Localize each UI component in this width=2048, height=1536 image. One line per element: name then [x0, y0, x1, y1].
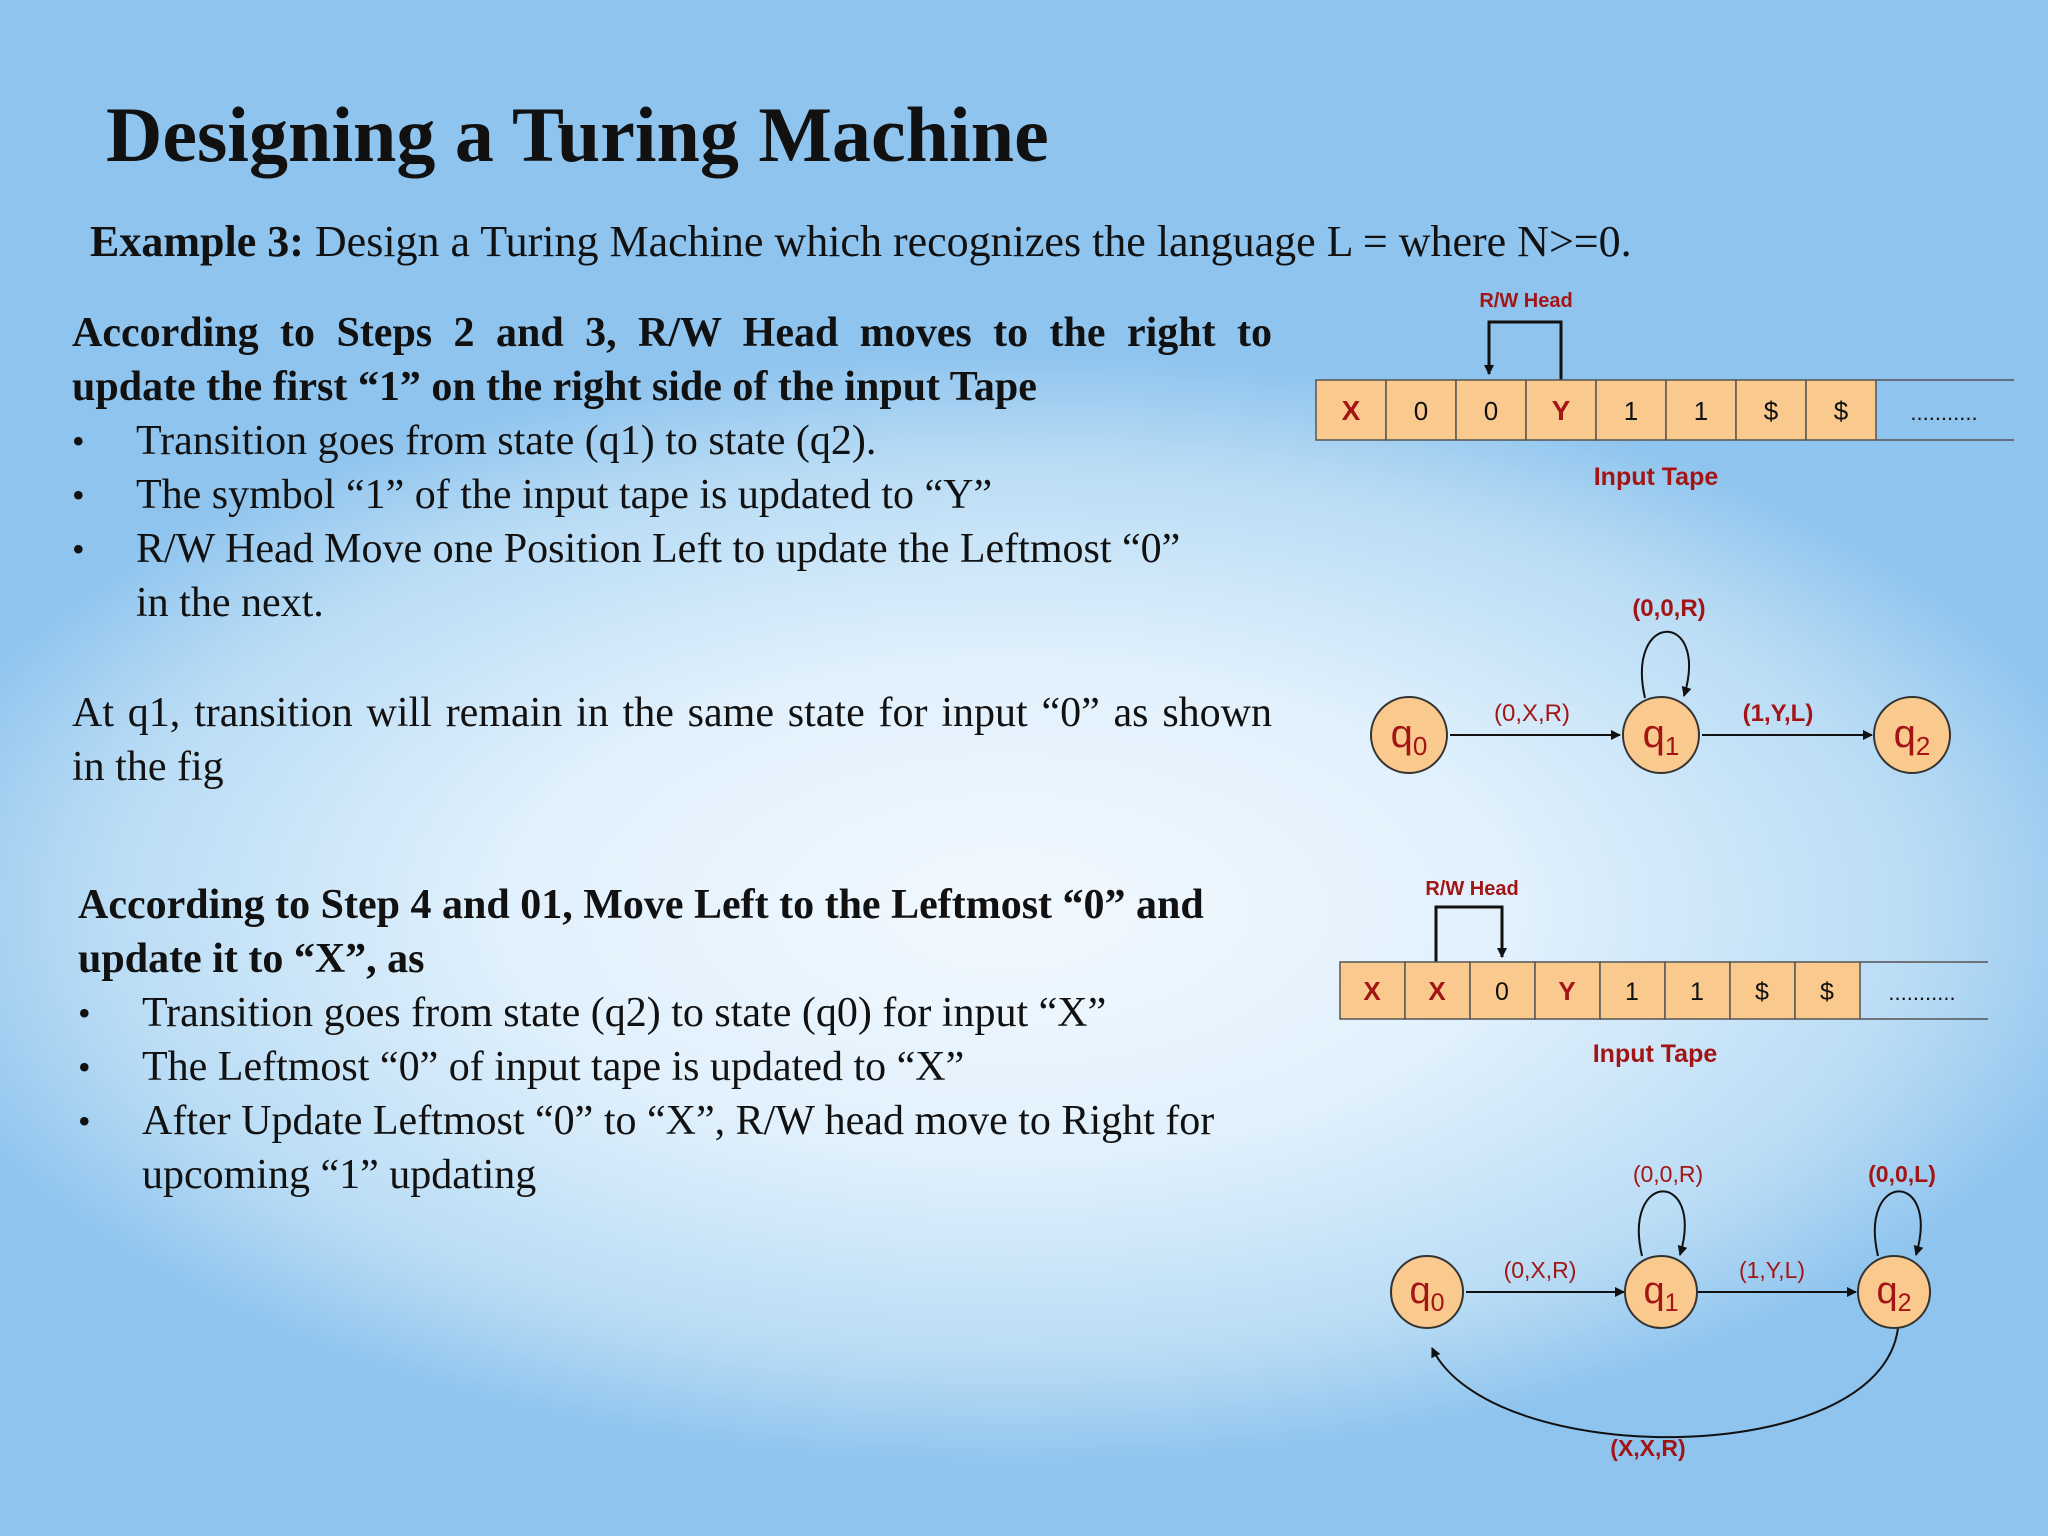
- tape-symbol: 1: [1694, 396, 1708, 426]
- section-1-paragraph: At q1, transition will remain in the sam…: [72, 690, 1272, 790]
- state-label: q1: [1643, 712, 1680, 761]
- section-1-bullets: Transition goes from state (q1) to state…: [72, 414, 1272, 630]
- state-q1: [1622, 696, 1700, 774]
- input-tape-label: Input Tape: [1593, 1040, 1718, 1068]
- tape-symbol: $: [1764, 396, 1779, 426]
- tape-symbol: 0: [1484, 396, 1498, 426]
- tape-symbol: 1: [1625, 978, 1639, 1006]
- state-q1: [1624, 1255, 1698, 1329]
- tape-symbol: 1: [1624, 396, 1638, 426]
- edge-label: (1,Y,L): [1739, 1257, 1805, 1283]
- tape-cell: [1469, 961, 1536, 1020]
- edge-label: (0,X,R): [1504, 1257, 1577, 1283]
- edge-label: (X,X,R): [1610, 1435, 1685, 1461]
- rw-head-arrow: [1434, 905, 1507, 962]
- edge-label: (0,X,R): [1494, 700, 1570, 727]
- state-label: q0: [1391, 712, 1428, 761]
- section-1: According to Steps 2 and 3, R/W Head mov…: [72, 306, 1272, 630]
- rw-head-label: R/W Head: [1479, 290, 1572, 312]
- state-label: q1: [1643, 1270, 1678, 1317]
- state-q0: [1370, 696, 1448, 774]
- bullet-item: Transition goes from state (q2) to state…: [78, 986, 1258, 1040]
- state-label: q0: [1409, 1270, 1444, 1317]
- slide-title: Designing a Turing Machine: [106, 91, 1049, 178]
- tape-symbol: Y: [1552, 395, 1571, 426]
- tape-symbol: X: [1428, 976, 1446, 1006]
- tape-cell: [1794, 961, 1861, 1020]
- state-q2: [1873, 696, 1951, 774]
- tape-cell: [1664, 961, 1731, 1020]
- example-label: Example 3:: [90, 217, 304, 266]
- tape-cell: [1735, 379, 1807, 441]
- bullet-item: The Leftmost “0” of input tape is update…: [78, 1040, 1258, 1094]
- edge-q2-q0: [1431, 1327, 1899, 1438]
- section-2-bullets: Transition goes from state (q2) to state…: [78, 986, 1258, 1202]
- section-2-heading: According to Step 4 and 01, Move Left to…: [78, 882, 1204, 982]
- input-tape: X X 0 Y 1 1 $ $ ...........: [1339, 961, 1988, 1020]
- state-q0: [1390, 1255, 1464, 1329]
- tape-cell: [1315, 379, 1387, 441]
- tape-ellipsis: ...........: [1888, 980, 1955, 1005]
- bullet-item: R/W Head Move one Position Left to updat…: [72, 522, 1206, 630]
- tape-symbol: 0: [1495, 978, 1509, 1006]
- example-text: Design a Turing Machine which recognizes…: [303, 217, 1632, 266]
- tape-symbol: 0: [1414, 396, 1428, 426]
- tape-cell: [1599, 961, 1666, 1020]
- loop-q1: [1637, 1190, 1688, 1257]
- tape-symbol: Y: [1558, 976, 1575, 1006]
- tape-symbol: $: [1755, 978, 1769, 1006]
- rw-head-arrow: [1484, 320, 1563, 380]
- tape-cell: [1525, 379, 1597, 441]
- tape-cell: [1455, 379, 1527, 441]
- section-1-heading: According to Steps 2 and 3, R/W Head mov…: [72, 310, 1272, 410]
- tape-cell: [1729, 961, 1796, 1020]
- tape-cell: [1665, 379, 1737, 441]
- tape-cell: [1805, 379, 1877, 441]
- bullet-item: The symbol “1” of the input tape is upda…: [72, 468, 1272, 522]
- state-q2: [1857, 1255, 1931, 1329]
- state-label: q2: [1876, 1270, 1911, 1317]
- section-2: According to Step 4 and 01, Move Left to…: [78, 878, 1258, 1202]
- bullet-item: After Update Leftmost “0” to “X”, R/W he…: [78, 1094, 1232, 1202]
- tape-symbol: 1: [1690, 978, 1704, 1006]
- loop-q1: [1640, 630, 1692, 699]
- rw-head-label: R/W Head: [1425, 878, 1518, 900]
- input-tape-label: Input Tape: [1594, 463, 1719, 491]
- loop-label: (0,0,L): [1868, 1161, 1936, 1187]
- loop-label: (0,0,R): [1632, 595, 1705, 622]
- loop-label: (0,0,R): [1633, 1161, 1703, 1187]
- input-tape: X 0 0 Y 1 1 $ $ ...........: [1315, 379, 2014, 441]
- tape-symbol: X: [1342, 395, 1361, 426]
- tape-cell: [1595, 379, 1667, 441]
- state-label: q2: [1894, 712, 1931, 761]
- state-diagram-2: (0,X,R) (1,Y,L) (0,0,R) (0,0,L) (X,X,R) …: [1390, 1161, 1936, 1461]
- example-statement: Example 3: Design a Turing Machine which…: [90, 216, 1632, 267]
- tape-cell: [1404, 961, 1471, 1020]
- tape-symbol: $: [1834, 396, 1849, 426]
- tape-symbol: $: [1820, 978, 1834, 1006]
- state-diagram-1: (0,X,R) (1,Y,L) (0,0,R) q0 q1 q2: [1370, 595, 1951, 774]
- bullet-item: Transition goes from state (q1) to state…: [72, 414, 1272, 468]
- tape-ellipsis: ...........: [1910, 400, 1977, 425]
- loop-q2: [1873, 1190, 1924, 1257]
- edge-label: (1,Y,L): [1743, 700, 1814, 727]
- tape-symbol: X: [1363, 976, 1381, 1006]
- tape-cell: [1339, 961, 1406, 1020]
- tape-cell: [1534, 961, 1601, 1020]
